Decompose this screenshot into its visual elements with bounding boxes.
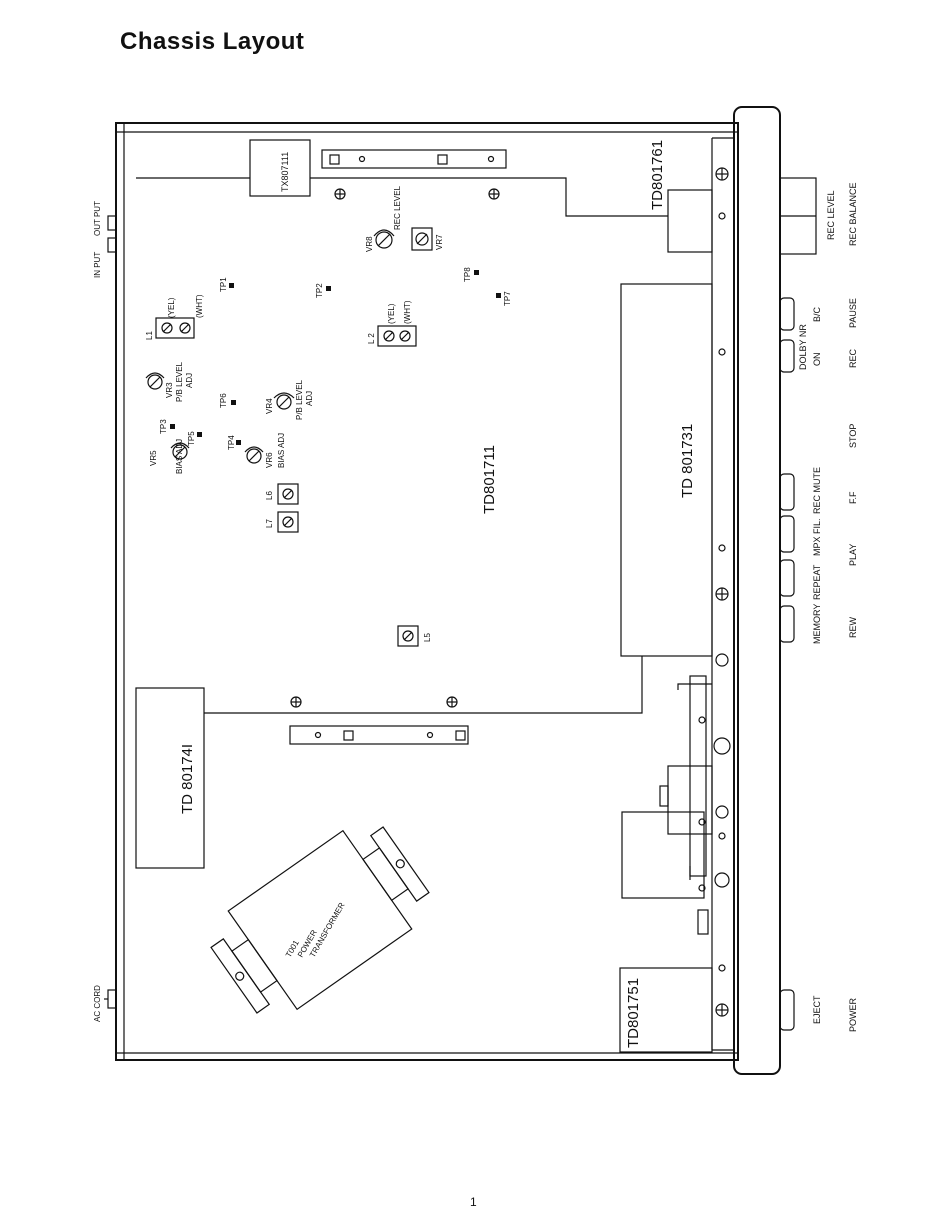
label-tp8: TP8 xyxy=(463,267,472,282)
label-output-jack: OUT PUT xyxy=(93,201,102,236)
label-vr4-desc2: ADJ xyxy=(305,391,314,406)
label-bc: B/C xyxy=(812,306,822,322)
coil-l1 xyxy=(155,317,195,339)
label-board-td801731: TD 801731 xyxy=(679,424,696,498)
label-eject: EJECT xyxy=(812,995,822,1024)
label-board-td801761: TD801761 xyxy=(649,140,666,210)
label-tp3: TP3 xyxy=(159,419,168,434)
label-vr4: VR4 xyxy=(265,398,274,414)
mechanism-area xyxy=(621,675,713,935)
label-l5: L5 xyxy=(423,633,432,642)
label-dolby-nr: DOLBY NR xyxy=(798,324,808,370)
label-board-tx807111: TX807111 xyxy=(280,152,290,192)
page-number: 1 xyxy=(470,1195,477,1209)
label-l7: L7 xyxy=(265,519,274,528)
label-tp7: TP7 xyxy=(503,291,512,306)
test-point-tp7 xyxy=(496,293,501,298)
rear-jacks xyxy=(104,215,117,1009)
test-point-tp4 xyxy=(236,440,241,445)
test-point-tp6 xyxy=(231,400,236,405)
front-controls xyxy=(779,177,817,1031)
trimmer-vr7 xyxy=(411,227,433,251)
board-td801741 xyxy=(135,687,205,869)
label-play: PLAY xyxy=(848,544,858,566)
label-l2: L 2 xyxy=(367,333,376,344)
trimmer-vr5 xyxy=(170,442,190,460)
label-tp6: TP6 xyxy=(219,393,228,408)
label-tp5: TP5 xyxy=(187,431,196,446)
label-vr8: VR8 xyxy=(365,236,374,252)
coil-l7 xyxy=(277,511,299,533)
trimmer-vr6 xyxy=(244,446,264,464)
label-vr3-desc2: ADJ xyxy=(185,373,194,388)
label-repeat: REPEAT xyxy=(812,564,822,600)
label-l6: L6 xyxy=(265,491,274,500)
label-board-td801751: TD801751 xyxy=(625,978,642,1048)
label-board-td801741: TD 80174I xyxy=(179,744,196,814)
label-power: POWER xyxy=(848,997,858,1032)
label-rec-level: REC LEVEL xyxy=(826,190,836,240)
test-point-tp1 xyxy=(229,283,234,288)
test-point-tp3 xyxy=(170,424,175,429)
power-transformer xyxy=(210,826,430,1014)
test-point-tp8 xyxy=(474,270,479,275)
label-on: ON xyxy=(812,353,822,367)
label-vr5-desc: BIAS ADJ xyxy=(175,439,184,474)
label-board-td801711: TD801711 xyxy=(481,445,498,514)
trimmer-vr8 xyxy=(373,229,395,249)
label-rec-mute: REC MUTE xyxy=(812,467,822,514)
page-title: Chassis Layout xyxy=(120,28,305,55)
label-vr3-desc1: P/B LEVEL xyxy=(175,361,184,402)
label-rec-balance: REC BALANCE xyxy=(848,182,858,246)
label-ac-cord: AC CORD xyxy=(93,985,102,1022)
label-tp1: TP1 xyxy=(219,277,228,292)
label-memory: MEMORY xyxy=(812,604,822,644)
label-vr7: VR7 xyxy=(435,234,444,250)
label-vr4-desc1: P/B LEVEL xyxy=(295,379,304,420)
label-l1-wht: (WHT) xyxy=(195,294,204,318)
board-td801731 xyxy=(620,283,713,657)
coil-l5 xyxy=(397,625,419,647)
coil-l2 xyxy=(377,325,417,347)
label-vr6: VR6 xyxy=(265,452,274,468)
label-stop: STOP xyxy=(848,424,858,448)
label-l1-yel: (YEL) xyxy=(167,297,176,318)
label-pause: PAUSE xyxy=(848,298,858,328)
label-tp4: TP4 xyxy=(227,435,236,450)
trimmer-vr3 xyxy=(145,372,165,390)
board-outlines xyxy=(136,149,713,745)
label-vr6-desc: BIAS ADJ xyxy=(277,433,286,468)
label-rec: REC xyxy=(848,348,858,368)
label-mpx-fil: MPX FIL. xyxy=(812,518,822,556)
label-vr3: VR3 xyxy=(165,382,174,398)
label-l2-wht: (WHT) xyxy=(403,300,412,324)
front-panel xyxy=(711,106,781,1075)
board-tx807111 xyxy=(249,139,311,197)
label-l1: L1 xyxy=(145,331,154,340)
label-rew: REW xyxy=(848,616,858,638)
test-point-tp2 xyxy=(326,286,331,291)
label-input-jack: IN PUT xyxy=(93,252,102,278)
coil-l6 xyxy=(277,483,299,505)
label-vr5: VR5 xyxy=(149,450,158,466)
label-tp2: TP2 xyxy=(315,283,324,298)
board-td801751 xyxy=(619,967,713,1053)
test-point-tp5 xyxy=(197,432,202,437)
trimmer-vr4 xyxy=(273,392,295,410)
label-rec-level-adj: REC LEVEL xyxy=(393,185,402,230)
label-ff: F.F xyxy=(848,491,858,504)
chassis-outline xyxy=(115,122,739,1061)
label-l2-yel: (YEL) xyxy=(387,303,396,324)
